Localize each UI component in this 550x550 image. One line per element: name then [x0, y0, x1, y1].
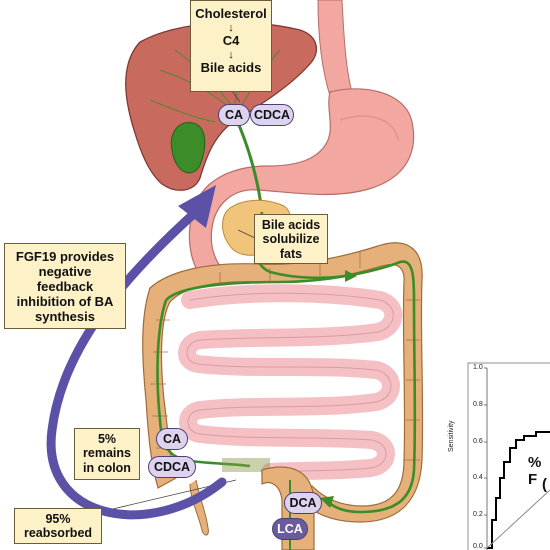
- roc-curve: [487, 431, 550, 549]
- solubilize-box: Bile acids solubilize fats: [254, 214, 328, 264]
- solubilize-line-2: solubilize: [262, 232, 320, 247]
- roc-tick-10: 1.0: [473, 364, 483, 371]
- lca-pill: LCA: [272, 518, 308, 540]
- roc-tick-02: 0.2: [473, 511, 483, 518]
- roc-inset: [467, 362, 550, 550]
- remains-line-3: in colon: [83, 460, 131, 475]
- down-arrow-icon: ↓: [228, 48, 234, 61]
- ca-pill-colon: CA: [156, 428, 188, 450]
- synthesis-pathway-box: Cholesterol ↓ C4 ↓ Bile acids: [190, 0, 272, 92]
- roc-overlay-text: % F: [528, 454, 542, 488]
- esophagus: [317, 0, 353, 97]
- fgf19-line-4: inhibition of BA: [16, 293, 114, 309]
- remains-line-1: 5%: [97, 432, 117, 446]
- roc-tick-04: 0.4: [473, 474, 483, 481]
- down-arrow-icon: ↓: [228, 21, 234, 34]
- fgf19-box: FGF19 provides negative feedback inhibit…: [4, 243, 126, 329]
- remains-in-colon-box: 5% remains in colon: [74, 428, 140, 480]
- reabsorbed-line-1: 95%: [45, 512, 71, 526]
- cdca-pill-colon: CDCA: [148, 456, 196, 478]
- roc-tick-00: 0.0: [473, 543, 483, 550]
- reabsorbed-line-2: reabsorbed: [23, 526, 93, 541]
- arrowhead-icon: [178, 185, 216, 228]
- small-intestine: [178, 284, 403, 481]
- fgf19-line-3: feedback: [36, 278, 94, 294]
- bile-duct: [234, 117, 264, 213]
- feedback-arrow: [46, 205, 227, 520]
- cholesterol-label: Cholesterol: [195, 6, 267, 21]
- roc-overlay-text-2: (: [542, 476, 547, 493]
- c4-label: C4: [222, 32, 240, 48]
- remains-line-2: remains: [83, 446, 131, 461]
- roc-tick-06: 0.6: [473, 438, 483, 445]
- dca-pill: DCA: [284, 492, 322, 514]
- gallbladder: [170, 122, 206, 174]
- solubilize-line-3: fats: [279, 246, 303, 261]
- fgf19-line-1: FGF19 provides: [15, 249, 115, 264]
- bile-acids-label: Bile acids: [200, 59, 262, 75]
- roc-diagonal: [486, 489, 550, 549]
- roc-ylabel: Sensitivity: [448, 420, 455, 452]
- ca-pill-liver: CA: [218, 104, 250, 126]
- reabsorbed-box: 95% reabsorbed: [14, 508, 102, 544]
- fgf19-line-2: negative: [38, 263, 92, 279]
- roc-tick-08: 0.8: [473, 401, 483, 408]
- stomach: [188, 88, 415, 287]
- fgf19-line-5: synthesis: [35, 308, 95, 324]
- cdca-pill-liver: CDCA: [250, 104, 294, 126]
- solubilize-line-1: Bile acids: [261, 218, 321, 232]
